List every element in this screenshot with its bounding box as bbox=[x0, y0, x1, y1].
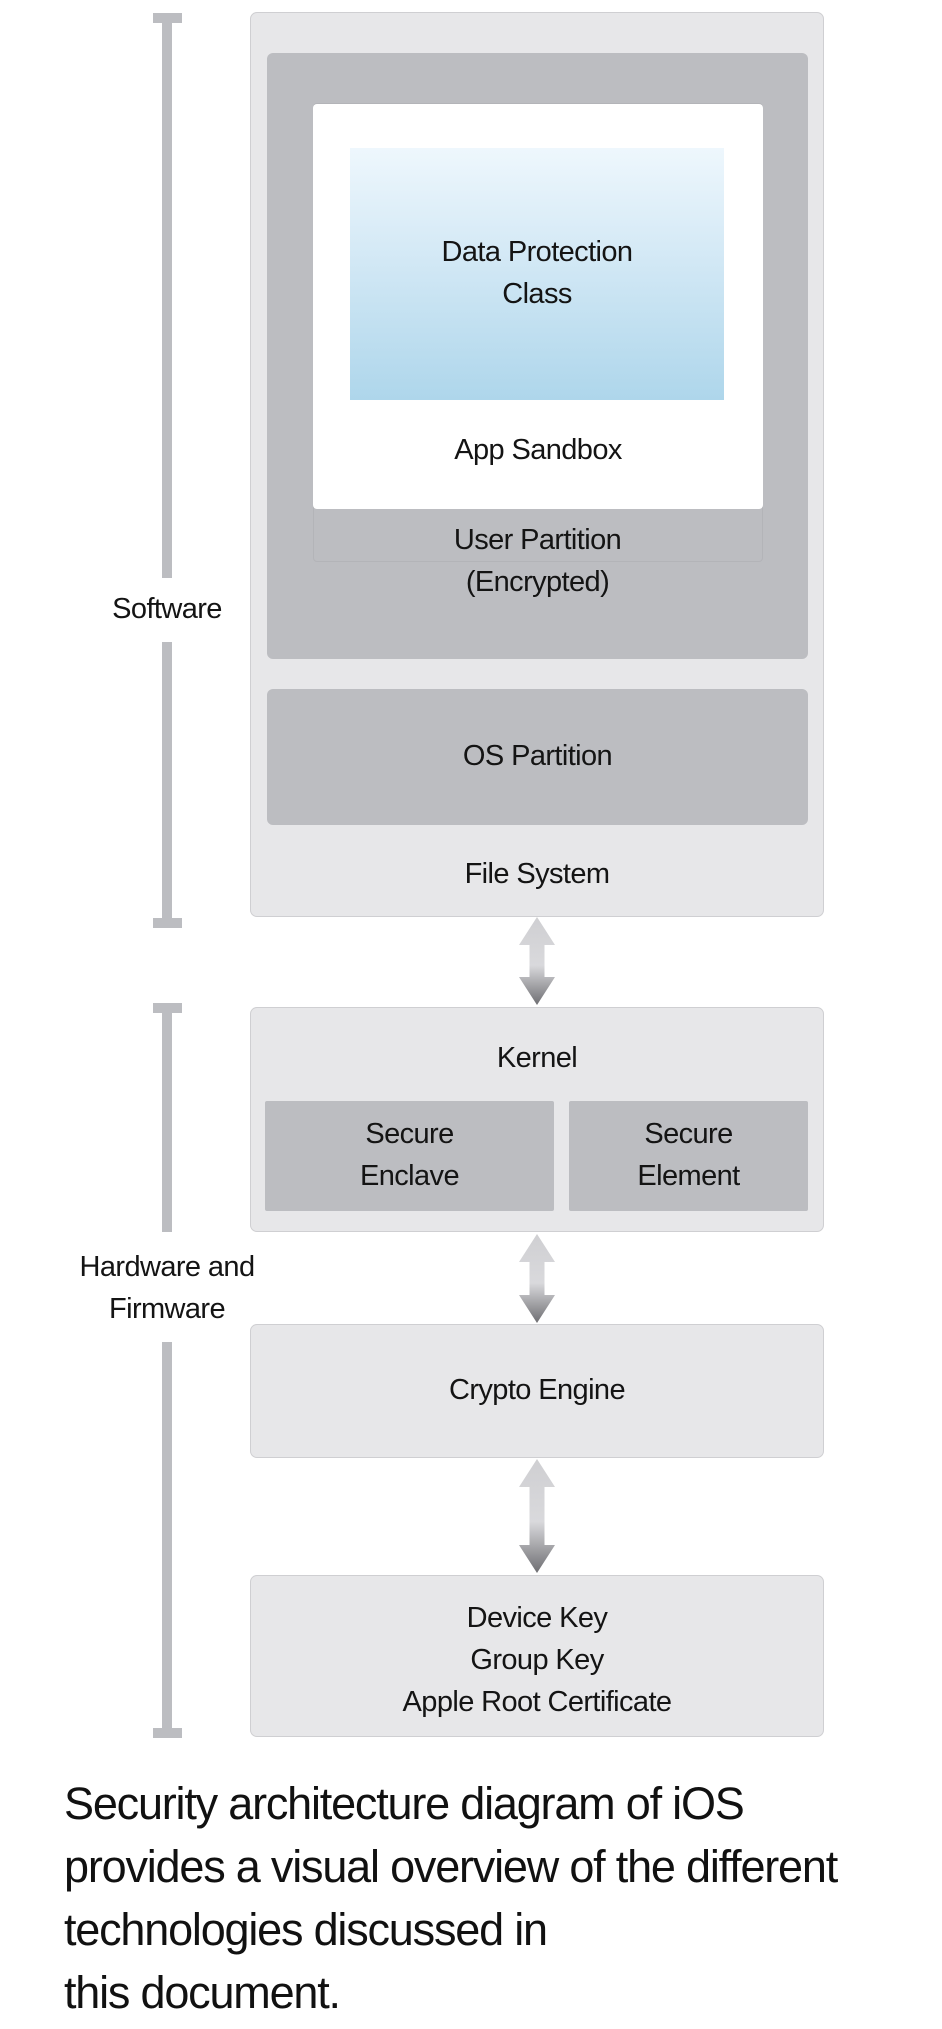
kernel-label: Kernel bbox=[496, 1042, 578, 1074]
os-partition-label: OS Partition bbox=[462, 740, 613, 772]
data-protection-label-line1: Data Protection bbox=[441, 236, 633, 268]
secure-enclave-label-line2: Enclave bbox=[360, 1160, 460, 1192]
hardware-bracket-bottom-cap bbox=[153, 1728, 182, 1738]
software-bracket-lower-bar bbox=[162, 642, 172, 928]
hardware-label-line2: Firmware bbox=[108, 1293, 226, 1325]
secure-enclave-label-line1: Secure bbox=[365, 1118, 454, 1150]
bidirectional-arrow-icon bbox=[519, 917, 555, 1005]
app-sandbox-box: Data Protection Class App Sandbox bbox=[313, 104, 763, 509]
crypto-engine-label: Crypto Engine bbox=[449, 1374, 626, 1406]
software-bracket-bottom-cap bbox=[153, 918, 182, 928]
caption-line: this document. bbox=[64, 1967, 341, 2018]
bidirectional-arrow-icon bbox=[519, 1234, 555, 1323]
kernel-box: Kernel Secure Enclave Secure Element bbox=[250, 1007, 824, 1232]
software-label: Software bbox=[112, 593, 222, 625]
os-partition-box: OS Partition bbox=[267, 689, 808, 825]
data-protection-class-box: Data Protection Class bbox=[350, 148, 724, 400]
hardware-bracket-upper-bar bbox=[162, 1003, 172, 1232]
hardware-bracket-lower-bar bbox=[162, 1342, 172, 1737]
apple-root-certificate-label: Apple Root Certificate bbox=[402, 1686, 672, 1718]
hardware-label-line1: Hardware and bbox=[79, 1251, 256, 1283]
user-partition-box: Data Protection Class App Sandbox User P… bbox=[267, 53, 808, 659]
data-protection-label-line2: Class bbox=[502, 278, 572, 310]
bidirectional-arrow-icon bbox=[519, 1459, 555, 1573]
user-partition-label-line1: User Partition bbox=[453, 524, 622, 556]
file-system-box: Data Protection Class App Sandbox User P… bbox=[250, 12, 824, 917]
user-partition-label-line2: (Encrypted) bbox=[465, 566, 610, 598]
caption-line: provides a visual overview of the differ… bbox=[64, 1841, 838, 1892]
device-key-label: Device Key bbox=[466, 1602, 608, 1634]
keys-box: Device Key Group Key Apple Root Certific… bbox=[250, 1575, 824, 1737]
secure-element-label-line1: Secure bbox=[644, 1118, 733, 1150]
hardware-firmware-label: Hardware and Firmware bbox=[52, 1246, 282, 1330]
software-bracket-upper-bar bbox=[162, 13, 172, 578]
caption-line: Security architecture diagram of iOS bbox=[64, 1778, 745, 1829]
figure-caption: Security architecture diagram of iOS pro… bbox=[64, 1772, 924, 2024]
caption-line: technologies discussed in bbox=[64, 1904, 548, 1955]
group-key-label: Group Key bbox=[470, 1644, 604, 1676]
app-sandbox-label: App Sandbox bbox=[454, 434, 622, 466]
secure-element-label-line2: Element bbox=[637, 1160, 740, 1192]
file-system-label: File System bbox=[464, 858, 610, 890]
secure-element-box: Secure Element bbox=[569, 1101, 808, 1211]
crypto-engine-box: Crypto Engine bbox=[250, 1324, 824, 1458]
secure-enclave-box: Secure Enclave bbox=[265, 1101, 554, 1211]
